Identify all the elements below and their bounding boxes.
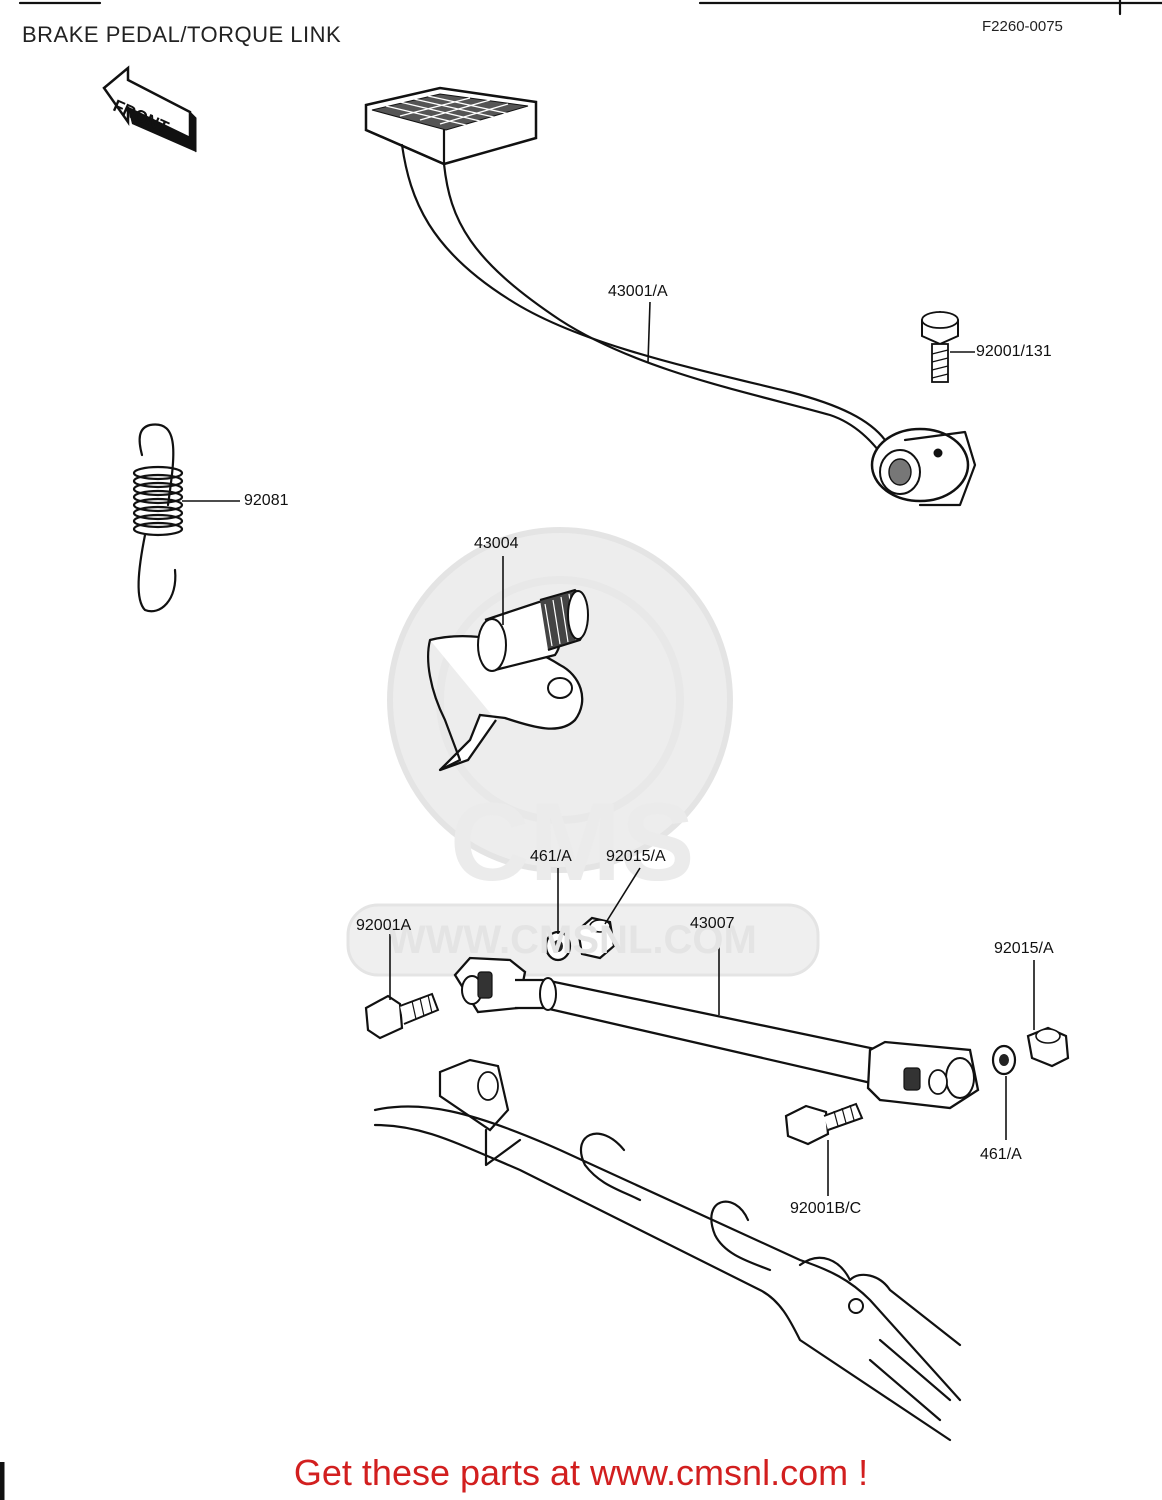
part-label-return-spring[interactable]: 92081 — [244, 492, 289, 509]
return-spring-drawing — [132, 423, 184, 613]
figure-code: F2260-0075 — [982, 18, 1063, 35]
part-label-lock-washer-rear[interactable]: 461/A — [980, 1146, 1022, 1163]
part-label-lock-washer-front[interactable]: 461/A — [530, 848, 572, 865]
rear-bolt-drawing — [784, 1102, 864, 1146]
leader-lines — [182, 301, 1035, 1196]
watermark-url: WWW.CMSNL.COM — [388, 918, 757, 962]
brake-lever-shaft-drawing — [427, 588, 589, 772]
footer-cta-link[interactable]: Get these parts at www.cmsnl.com ! — [293, 1452, 869, 1493]
part-label-torque-link[interactable]: 43007 — [690, 915, 735, 932]
pedal-bolt-drawing — [921, 310, 959, 383]
front-washer-nut-drawing — [544, 916, 616, 962]
front-bolt-drawing — [364, 992, 440, 1040]
part-label-nut-rear[interactable]: 92015/A — [994, 940, 1054, 957]
svg-text:CMS: CMS — [450, 781, 694, 904]
rear-washer-nut-drawing — [991, 1026, 1070, 1076]
part-label-brake-pedal[interactable]: 43001/A — [608, 283, 668, 300]
frame-section-drawing — [373, 1058, 962, 1442]
front-arrow-icon — [102, 65, 197, 153]
part-label-nut-front[interactable]: 92015/A — [606, 848, 666, 865]
diagram-title: BRAKE PEDAL/TORQUE LINK — [22, 22, 342, 47]
part-label-bolt-front[interactable]: 92001A — [356, 917, 412, 934]
torque-link-drawing — [453, 956, 980, 1110]
part-label-bolt-rear[interactable]: 92001B/C — [790, 1200, 862, 1217]
brake-pedal-drawing — [364, 86, 977, 507]
part-label-pedal-bolt[interactable]: 92001/131 — [976, 343, 1052, 360]
part-label-brake-lever-shaft[interactable]: 43004 — [474, 535, 519, 552]
